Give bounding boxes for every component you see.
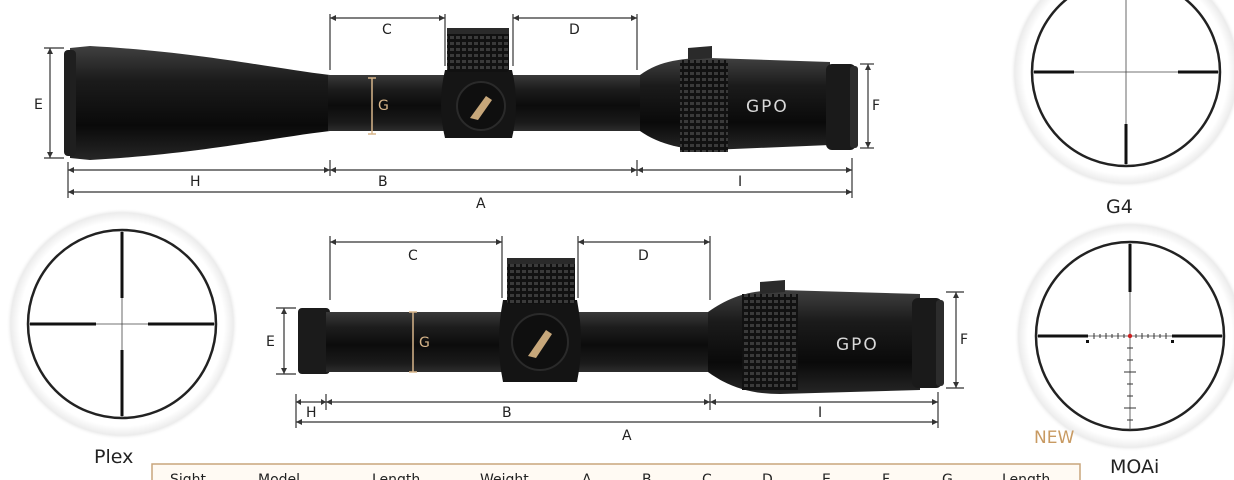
spec-table-header-g: G — [942, 472, 953, 480]
dim-h-label: H — [190, 174, 201, 190]
dim-g-label: G — [419, 335, 430, 351]
spec-table-header-c: C — [702, 472, 712, 480]
spec-table-header-row: Sight Model Length Weight A B C D E F G Length — [170, 472, 1050, 480]
dim-i-label: I — [738, 174, 742, 190]
dim-i-label: I — [818, 405, 822, 421]
spec-table: Sight Model Length Weight A B C D E F G Length — [151, 463, 1081, 480]
scope-top: GPO G — [34, 14, 880, 212]
top-arrowheads — [47, 15, 871, 195]
reticle-g4 — [1010, 0, 1234, 188]
moai-caption: MOAi — [1110, 456, 1159, 478]
eyepiece-bell — [708, 290, 920, 394]
objective-rim — [64, 50, 76, 156]
dim-b-label: B — [502, 405, 512, 421]
dim-c-label: C — [408, 248, 418, 264]
brand-emblem-icon — [470, 96, 492, 120]
top-dimension-lines — [44, 14, 874, 198]
spec-table-frame — [151, 463, 1081, 480]
spec-table-header-a: A — [582, 472, 592, 480]
spec-table-header-model: Model — [258, 472, 300, 480]
spec-table-header-length: Length — [372, 472, 420, 480]
plex-caption: Plex — [94, 446, 133, 468]
spec-table-header-d: D — [762, 472, 773, 480]
dim-h-label: H — [306, 405, 317, 421]
new-badge: NEW — [1034, 428, 1074, 448]
ocular — [826, 64, 856, 150]
dim-e-label: E — [266, 334, 275, 350]
dim-e-label: E — [34, 97, 43, 113]
reticle-plex — [6, 208, 238, 440]
dim-d-label: D — [569, 22, 580, 38]
spec-table-header-length: Length — [1002, 472, 1050, 480]
dim-c-label: C — [382, 22, 392, 38]
scope-top-logo: GPO — [746, 97, 789, 117]
dim-d-label: D — [638, 248, 649, 264]
spec-table-header-weight: Weight — [480, 472, 529, 480]
power-ring — [680, 60, 728, 152]
elevation-turret — [507, 258, 575, 304]
bottom-dimension-lines — [276, 236, 964, 428]
dim-f-label: F — [872, 98, 880, 114]
scope-bottom: GPO G — [266, 236, 968, 444]
scope-bottom-logo: GPO — [836, 335, 879, 355]
moai-center-dot — [1127, 333, 1133, 339]
elevation-turret — [447, 28, 509, 72]
spec-table-header-b: B — [642, 472, 652, 480]
spec-table-header-e: E — [822, 472, 831, 480]
dim-a-label: A — [622, 428, 632, 444]
dim-a-label: A — [476, 196, 486, 212]
ocular — [912, 298, 942, 388]
spec-table-header-f: F — [882, 472, 890, 480]
bottom-arrowheads — [281, 239, 959, 425]
spec-table-header-sight: Sight — [170, 472, 207, 480]
reticle-moai — [1014, 220, 1234, 452]
g4-caption: G4 — [1106, 196, 1133, 218]
objective-bell — [70, 46, 330, 160]
moai-hash-marks — [1093, 333, 1167, 421]
brand-emblem-icon — [528, 330, 552, 358]
dim-b-label: B — [378, 174, 388, 190]
eyepiece-bell — [640, 58, 830, 150]
objective-cap — [298, 308, 330, 374]
dim-g-label: G — [378, 98, 389, 114]
power-ring — [742, 294, 798, 390]
dim-f-label: F — [960, 332, 968, 348]
